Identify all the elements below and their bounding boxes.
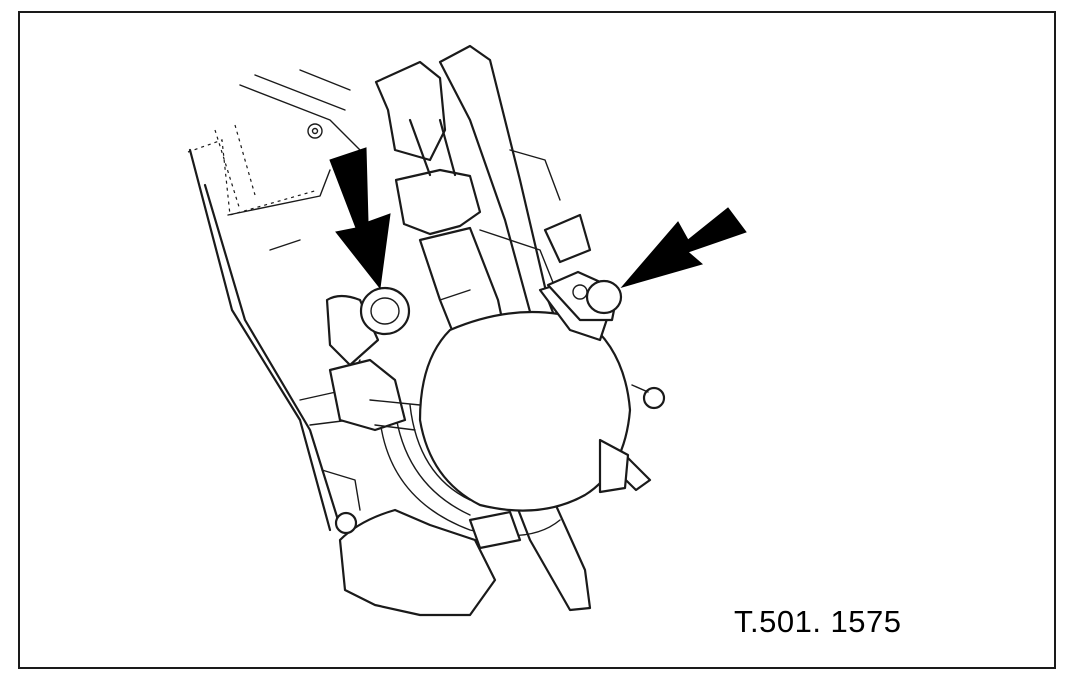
arrow-down-pointer-icon [329, 147, 391, 290]
figure-reference-code: T.501. 1575 [734, 604, 902, 639]
arrow-diagonal-pointer-icon [620, 207, 747, 288]
body-panel [187, 69, 361, 532]
bolt-right [546, 270, 623, 322]
frame-border [18, 11, 1056, 669]
bolt-left [325, 286, 411, 367]
